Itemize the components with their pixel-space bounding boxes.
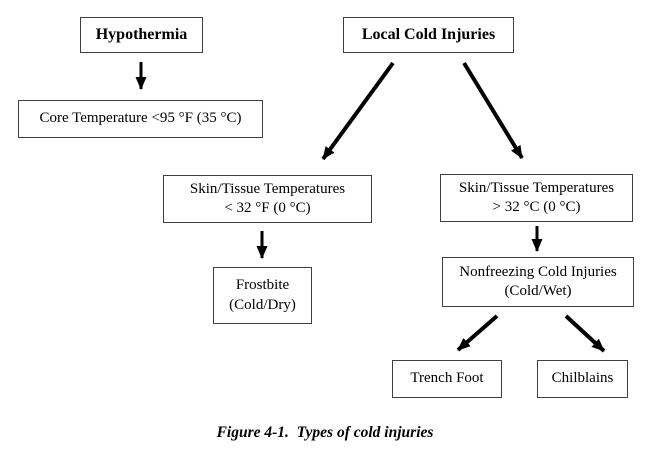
node-core-temperature: Core Temperature <95 °F (35 °C) <box>18 100 263 138</box>
node-skin-tissue-freezing: Skin/Tissue Temperatures < 32 °F (0 °C) <box>163 175 372 223</box>
figure-caption: Figure 4-1. Types of cold injuries <box>216 424 434 441</box>
node-local-cold-injuries: Local Cold Injuries <box>343 17 514 53</box>
arrow-nonfreezing-to-trench-foot <box>456 314 499 352</box>
node-trench-foot-label: Trench Foot <box>410 370 484 387</box>
node-local-cold-injuries-label: Local Cold Injuries <box>361 25 496 43</box>
arrow-nonfreezing-to-chilblains <box>564 314 606 353</box>
node-chilblains: Chilblains <box>537 360 628 398</box>
node-trench-foot: Trench Foot <box>392 360 502 398</box>
node-skin-tissue-nonfreezing-line2: > 32 °C (0 °C) <box>492 199 581 215</box>
node-frostbite: Frostbite (Cold/Dry) <box>213 267 312 324</box>
node-frostbite-line2: (Cold/Dry) <box>229 296 296 313</box>
node-skin-tissue-freezing-line2: < 32 °F (0 °C) <box>224 200 311 216</box>
node-chilblains-label: Chilblains <box>551 370 614 387</box>
node-frostbite-line1: Frostbite <box>235 277 290 293</box>
node-skin-tissue-nonfreezing-line1: Skin/Tissue Temperatures <box>458 179 615 196</box>
node-nonfreezing-cold-injuries: Nonfreezing Cold Injuries (Cold/Wet) <box>442 257 634 307</box>
node-hypothermia: Hypothermia <box>80 17 203 53</box>
arrow-local-to-skin-nonfreezing <box>462 61 524 160</box>
node-core-temperature-label: Core Temperature <95 °F (35 °C) <box>39 110 242 127</box>
node-skin-tissue-nonfreezing: Skin/Tissue Temperatures > 32 °C (0 °C) <box>440 174 633 222</box>
arrow-local-to-skin-freezing <box>321 61 395 161</box>
node-skin-tissue-freezing-line1: Skin/Tissue Temperatures <box>189 180 346 197</box>
node-nonfreezing-cold-injuries-line1: Nonfreezing Cold Injuries <box>459 263 617 280</box>
node-hypothermia-label: Hypothermia <box>95 25 188 43</box>
node-nonfreezing-cold-injuries-line2: (Cold/Wet) <box>504 283 572 299</box>
